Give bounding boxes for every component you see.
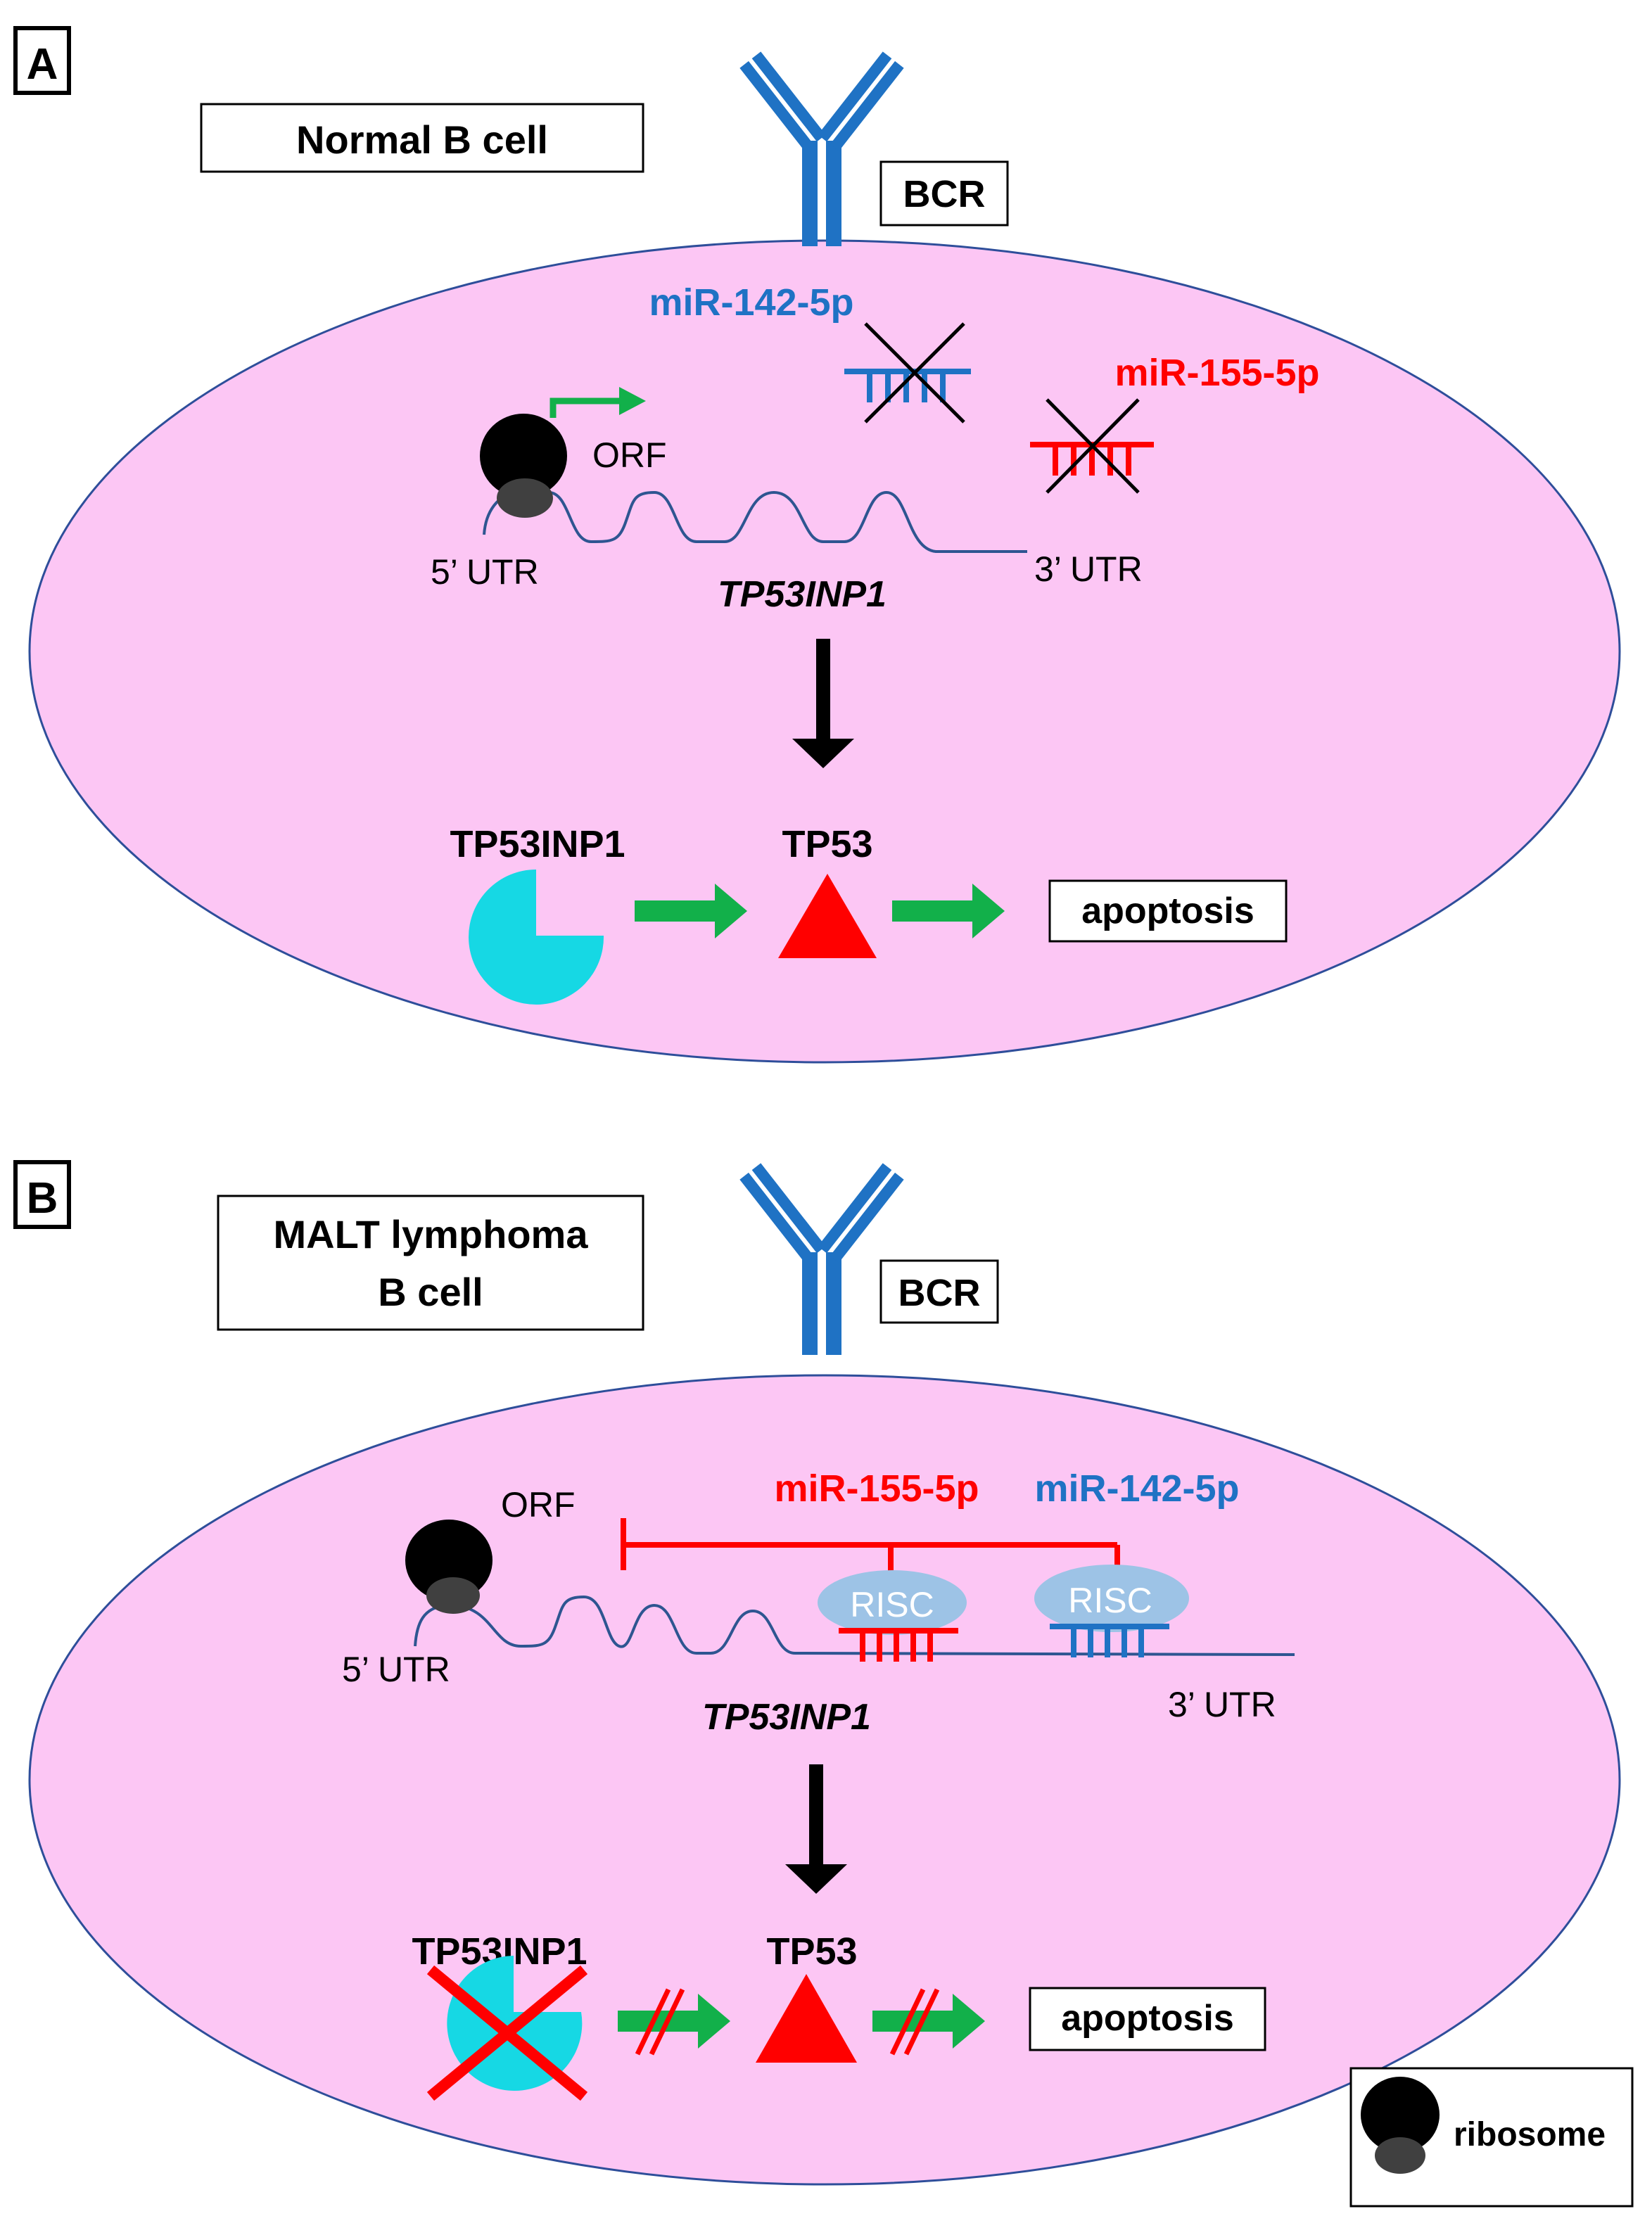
legend: ribosome [1349, 2067, 1634, 2208]
bcr-label: BCR [903, 173, 986, 215]
risc2-complex [1034, 1565, 1189, 1632]
apoptosis-label: apoptosis [1081, 891, 1254, 931]
tp53inp1-protein-icon [469, 870, 604, 1005]
legend-ribosome-icon [1361, 2077, 1440, 2174]
bcr-receptor-icon [739, 1163, 904, 1355]
ribosome-icon [480, 414, 567, 518]
cell-label: Normal B cell [296, 117, 548, 162]
mir155-strand-icon [839, 1628, 958, 1662]
mir142-label: miR-142-5p [1034, 1467, 1239, 1510]
risc1-complex [818, 1570, 967, 1635]
panel-b-letter-box [13, 1160, 71, 1229]
bcr-label-box [879, 1259, 999, 1324]
cell-label-box [200, 103, 644, 173]
utr5-label: 5’ UTR [342, 1650, 450, 1689]
utr5-label: 5’ UTR [431, 552, 539, 592]
cell-label-box [217, 1195, 644, 1331]
orf-label: ORF [501, 1485, 576, 1524]
mir155-label: miR-155-5p [1114, 352, 1319, 394]
utr3-label: 3’ UTR [1168, 1685, 1276, 1724]
mir142-label: miR-142-5p [649, 281, 853, 324]
bcr-label-box [879, 160, 1009, 227]
mir155-label: miR-155-5p [774, 1467, 979, 1510]
orf-start-arrow-icon [549, 387, 646, 418]
apoptosis-box [1048, 879, 1288, 943]
expression-arrow-icon [792, 639, 854, 768]
gene-label: TP53INP1 [702, 1697, 871, 1738]
mir142-cross-icon [864, 322, 965, 424]
green-arrow-2-icon [892, 884, 1005, 938]
utr3-label: 3’ UTR [1034, 549, 1143, 589]
expression-arrow-icon [785, 1764, 847, 1894]
apoptosis-box [1029, 1987, 1266, 2051]
risc2-label: RISC [1068, 1581, 1152, 1620]
tp53-protein-icon [756, 1974, 857, 2063]
risc1-label: RISC [850, 1585, 934, 1624]
blocked-arrow-2-icon [872, 1988, 985, 2056]
blocked-arrow-1-icon [618, 1988, 730, 2056]
panel-b: B MALT lymphoma B cell BCR miR-155-5p mi… [13, 1160, 1621, 2186]
ribosome-icon [405, 1520, 493, 1614]
panel-b-letter: B [27, 1174, 58, 1223]
mir155-cross-icon [1046, 398, 1140, 494]
cell-label-line2: B cell [378, 1270, 483, 1314]
panel-a-letter-box [13, 26, 71, 95]
protein-absent-cross-icon [426, 1965, 588, 2101]
orf-label: ORF [592, 435, 667, 475]
apoptosis-label: apoptosis [1061, 1998, 1234, 2039]
green-arrow-1-icon [635, 884, 747, 938]
legend-ribosome-label: ribosome [1454, 2116, 1606, 2153]
panel-a: A Normal B cell BCR miR-142-5p [13, 26, 1621, 1064]
protein1-label: TP53INP1 [450, 823, 625, 865]
cell-label-line1: MALT lymphoma [274, 1212, 589, 1256]
tp53-protein-icon [778, 874, 877, 958]
mrna-strand [414, 1595, 1295, 1656]
bcr-receptor-icon [739, 51, 904, 246]
protein2-label: TP53 [782, 823, 872, 865]
bcr-label: BCR [898, 1272, 981, 1314]
gene-label: TP53INP1 [718, 574, 887, 615]
mrna-strand [483, 490, 1027, 553]
protein2-label: TP53 [766, 1930, 857, 1973]
panel-a-letter: A [27, 40, 58, 89]
mir142-strand-icon [1050, 1624, 1169, 1657]
